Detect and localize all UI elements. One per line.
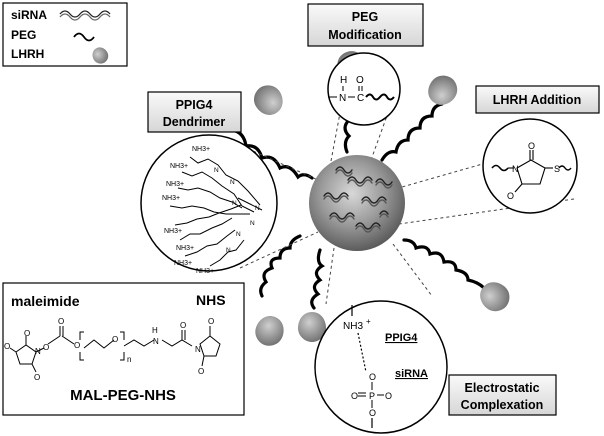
peg-strand	[402, 238, 486, 290]
svg-text:N: N	[214, 167, 219, 174]
peg-strand	[259, 234, 302, 298]
svg-text:O: O	[369, 408, 376, 418]
dendrimer-detail-circle: NH3+ NH3+ NH3+ NH3+ NH3+ NH3+ NH3+ NH3+ …	[140, 134, 278, 275]
svg-text:NH3+: NH3+	[166, 181, 184, 188]
svg-text:NH3: NH3	[343, 321, 363, 332]
svg-text:O: O	[112, 335, 118, 344]
svg-text:H: H	[340, 75, 347, 86]
svg-text:O: O	[4, 342, 10, 351]
svg-text:PPIG4: PPIG4	[176, 98, 213, 112]
svg-text:LHRH Addition: LHRH Addition	[493, 93, 581, 107]
callout-electrostatic-complexation: Electrostatic Complexation	[448, 374, 557, 416]
legend-lhrh-label: LHRH	[11, 47, 44, 61]
svg-text:N: N	[255, 205, 260, 212]
svg-text:O: O	[385, 391, 392, 401]
sirna-strands	[323, 166, 393, 233]
svg-text:N: N	[226, 247, 231, 254]
svg-text:H: H	[152, 326, 158, 335]
svg-text:NH3+: NH3+	[164, 228, 182, 235]
svg-text:O: O	[351, 391, 358, 401]
svg-text:O: O	[528, 141, 535, 151]
svg-text:S: S	[554, 164, 560, 174]
svg-text:N: N	[35, 347, 41, 356]
svg-text:NH3+: NH3+	[196, 268, 214, 275]
svg-text:NH3+: NH3+	[174, 260, 192, 267]
svg-text:Modification: Modification	[328, 28, 402, 42]
maleimide-label: maleimide	[11, 293, 80, 309]
svg-text:O: O	[180, 321, 186, 330]
callout-pping4-dendrimer: PPIG4 Dendrimer	[147, 91, 242, 133]
svg-text:NH3+: NH3+	[170, 163, 188, 170]
svg-text:NH3+: NH3+	[192, 146, 210, 153]
svg-text:O: O	[43, 343, 49, 352]
sirna-label: siRNA	[395, 368, 428, 380]
svg-text:N: N	[232, 200, 237, 207]
svg-text:N: N	[153, 337, 159, 346]
svg-text:O: O	[58, 317, 64, 326]
svg-text:N: N	[250, 220, 255, 227]
linker-box: maleimide NHS MAL-PEG-NHS	[2, 282, 245, 416]
svg-text:PEG: PEG	[352, 10, 378, 24]
peg-glyph-icon	[73, 32, 95, 42]
ppig4-label: PPIG4	[385, 332, 418, 344]
nhs-label: NHS	[196, 292, 226, 308]
lhrh-drop-icon	[248, 80, 289, 121]
svg-text:N: N	[512, 164, 519, 174]
svg-text:n: n	[127, 355, 131, 364]
svg-text:O: O	[369, 372, 376, 382]
callout-lhrh-addition: LHRH Addition	[475, 85, 600, 114]
legend: siRNA PEG LHRH	[2, 2, 128, 67]
legend-peg-label: PEG	[11, 28, 36, 42]
svg-text:C: C	[357, 93, 364, 104]
svg-text:O: O	[34, 373, 40, 382]
svg-text:O: O	[24, 329, 30, 338]
svg-text:NH3+: NH3+	[162, 195, 180, 202]
svg-text:N: N	[195, 345, 201, 354]
legend-sirna-label: siRNA	[11, 8, 47, 22]
svg-text:N: N	[236, 231, 241, 238]
peg-strand	[310, 248, 325, 310]
lhrh-detail-circle: N O O S	[482, 118, 578, 214]
peg-detail-circle: H N C O	[327, 52, 401, 126]
svg-text:Dendrimer: Dendrimer	[163, 115, 226, 129]
svg-text:N: N	[339, 93, 346, 104]
lhrh-drop-icon	[474, 276, 516, 318]
peg-strand	[380, 102, 444, 162]
complexation-detail-circle: NH3 + PPIG4 siRNA O O P O O	[314, 300, 448, 434]
svg-text:O: O	[74, 341, 80, 350]
nanoparticle-core	[309, 155, 405, 251]
svg-text:N: N	[230, 179, 235, 186]
svg-text:O: O	[356, 75, 364, 86]
lhrh-drop-icon	[422, 69, 464, 111]
svg-text:O: O	[208, 317, 214, 326]
svg-text:+: +	[366, 317, 371, 326]
linker-name: MAL-PEG-NHS	[70, 387, 176, 404]
sirna-glyph-icon	[59, 10, 111, 21]
callout-peg-modification: PEG Modification	[307, 3, 424, 47]
svg-text:P: P	[369, 391, 375, 401]
svg-text:O: O	[198, 367, 204, 376]
svg-text:Electrostatic: Electrostatic	[464, 381, 539, 395]
linker-structure-icon	[9, 326, 221, 373]
svg-text:NH3+: NH3+	[176, 245, 194, 252]
lhrh-drop-icon	[251, 312, 288, 350]
svg-text:Complexation: Complexation	[461, 398, 544, 412]
svg-text:O: O	[507, 191, 514, 201]
